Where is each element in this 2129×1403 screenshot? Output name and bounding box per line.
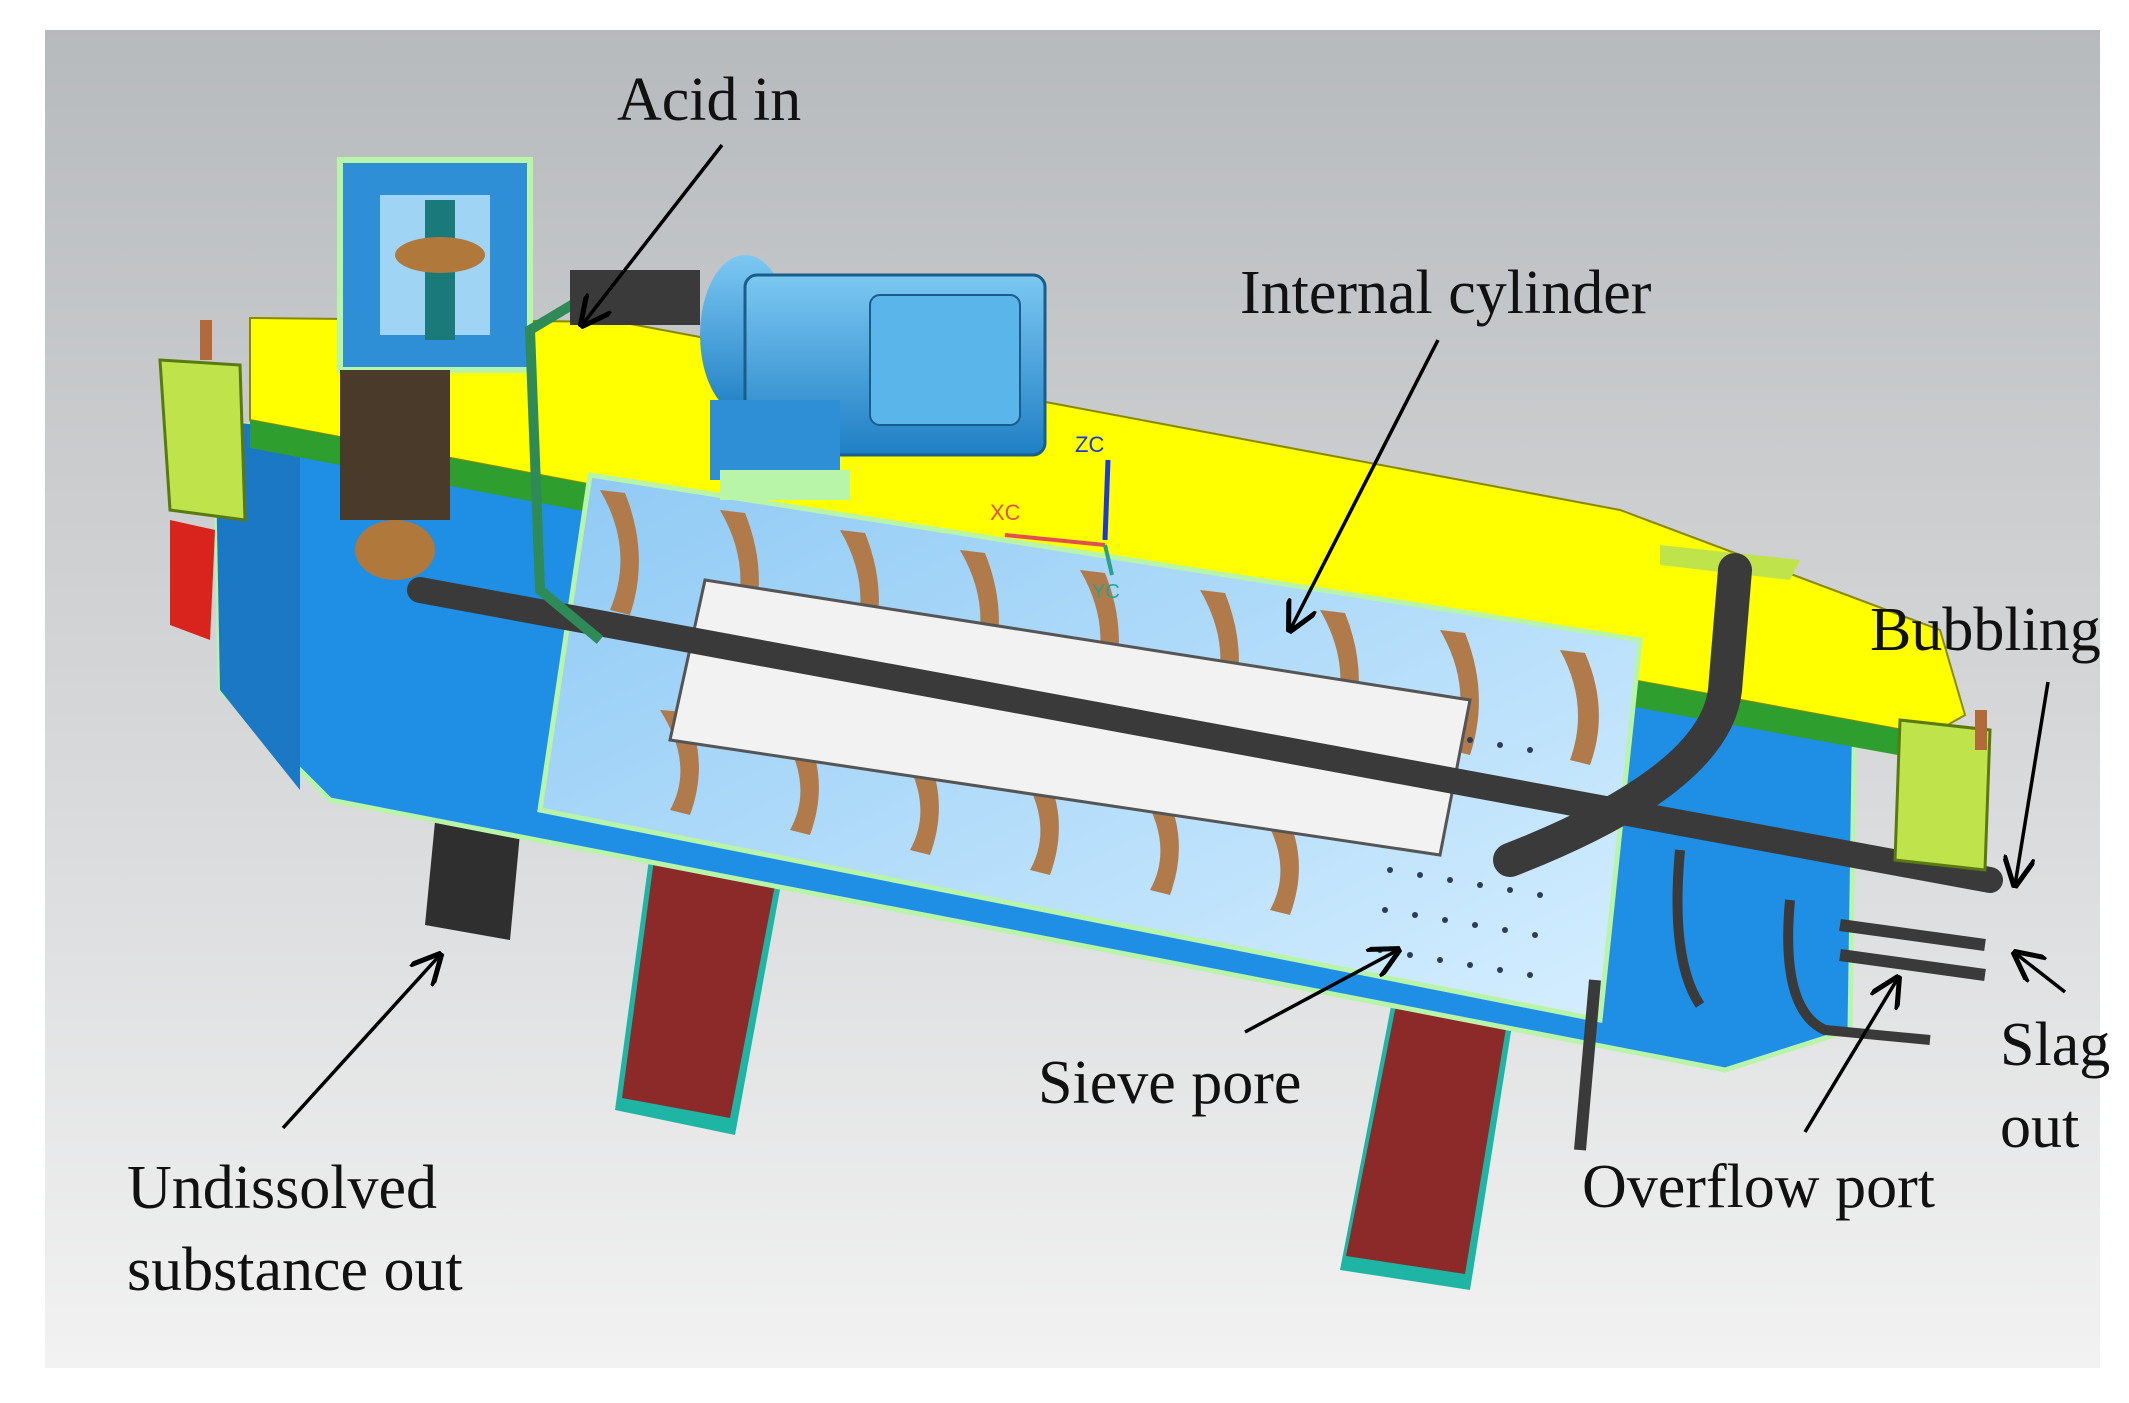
main-shaft bbox=[407, 577, 2003, 893]
axis-triad: ZC XC YC bbox=[990, 432, 1120, 603]
label-undissolved-line1: Undissolved bbox=[127, 1154, 437, 1222]
label-internal-cylinder: Internal cylinder bbox=[1240, 259, 1652, 327]
left-end-cap bbox=[158, 320, 247, 640]
gearbox bbox=[337, 157, 533, 580]
label-acid-in: Acid in bbox=[617, 66, 801, 134]
label-overflow-port: Overflow port bbox=[1582, 1153, 1935, 1221]
label-undissolved-line2: substance out bbox=[127, 1236, 463, 1304]
acid-inlet-pipe bbox=[524, 295, 604, 644]
axis-label-yc: YC bbox=[1092, 581, 1120, 603]
arrow-undissolved bbox=[281, 955, 440, 1130]
arrow-acid-in bbox=[582, 143, 724, 325]
arrow-internal-cylinder bbox=[1290, 339, 1440, 630]
support-leg-left bbox=[615, 815, 790, 1135]
right-end-cap bbox=[1893, 710, 1992, 872]
label-bubbling: Bubbling bbox=[1870, 596, 2101, 664]
axis-label-zc: ZC bbox=[1075, 432, 1104, 457]
label-slag-out-line1: Slag bbox=[2000, 1011, 2110, 1079]
drive-motor bbox=[700, 255, 1047, 500]
bubbling-pipe bbox=[1493, 545, 1800, 877]
axis-label-xc: XC bbox=[990, 500, 1021, 525]
arrow-bubbling bbox=[2015, 681, 2050, 885]
arrow-overflow-port bbox=[1803, 978, 1898, 1133]
arrow-slag-out bbox=[2015, 953, 2067, 994]
arrow-sieve-pore bbox=[1244, 950, 1398, 1034]
overflow-pipes bbox=[1574, 849, 1986, 1151]
support-leg-right bbox=[1340, 960, 1520, 1290]
label-sieve-pore: Sieve pore bbox=[1038, 1049, 1301, 1117]
label-slag-out-line2: out bbox=[2000, 1093, 2079, 1161]
